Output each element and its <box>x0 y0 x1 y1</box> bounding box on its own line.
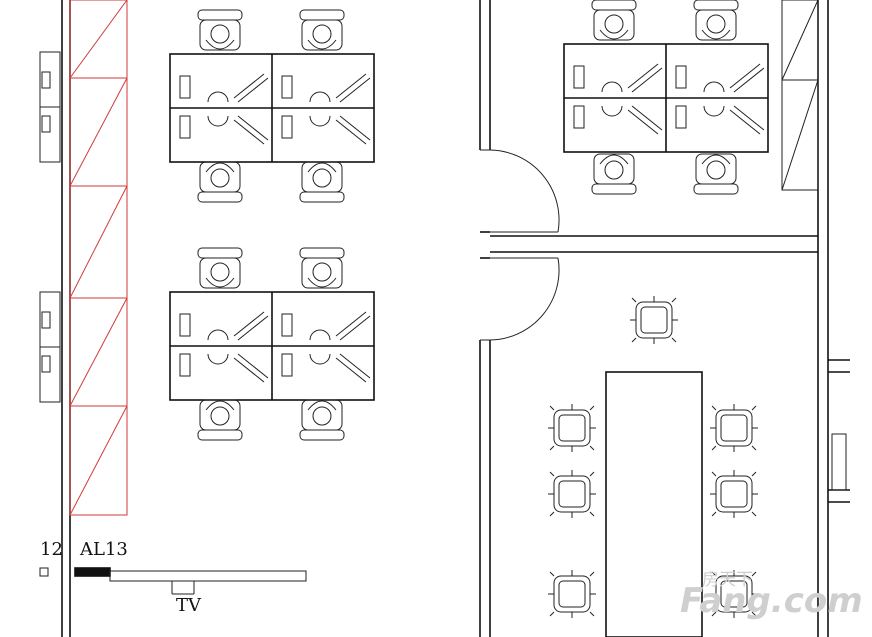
label-tv: TV <box>176 595 202 616</box>
watermark-text: Fang.com <box>680 581 863 621</box>
conference-table <box>605 371 703 637</box>
watermark: 房天下 Fang.com <box>680 570 863 621</box>
workstation-cluster-top-left <box>169 9 375 203</box>
conference-area <box>547 295 759 637</box>
workstation-cluster-bottom-left <box>169 247 375 441</box>
workstation-cluster-right-room <box>563 0 769 195</box>
right-cabinet <box>781 0 819 191</box>
label-al13: AL13 <box>79 539 128 560</box>
storage-cabinets <box>69 0 128 516</box>
left-partial-desks <box>39 51 61 403</box>
chair-head <box>629 295 679 345</box>
doors <box>480 149 560 341</box>
label-al12: 12 <box>40 539 63 560</box>
watermark-sub: 房天下 <box>702 570 753 590</box>
tv-unit <box>39 567 307 595</box>
